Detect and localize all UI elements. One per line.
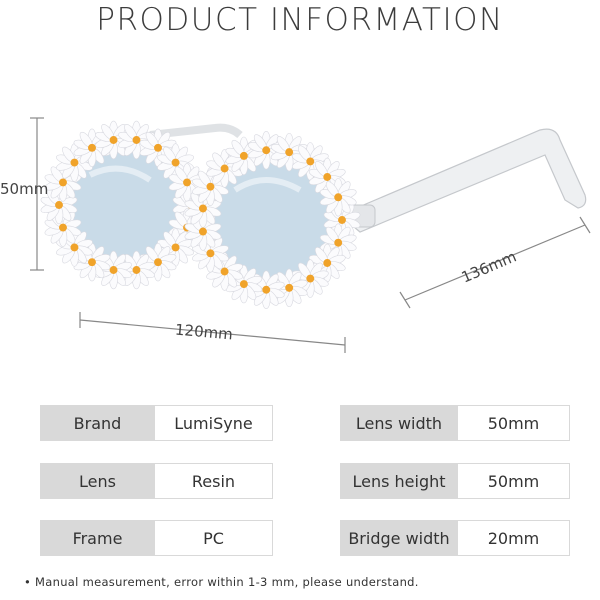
daisy-flower: [319, 178, 357, 217]
height-dimension-label: 50mm: [0, 180, 49, 198]
spec-row-brand: Brand LumiSyne: [40, 405, 273, 441]
spec-row-lens: Lens Resin: [40, 463, 273, 499]
daisy-flower: [95, 120, 132, 160]
spec-value-brand: LumiSyne: [155, 405, 273, 441]
spec-value-frame: PC: [155, 520, 273, 556]
spec-label-frame: Frame: [40, 520, 155, 556]
page-title: PRODUCT INFORMATION: [96, 2, 504, 38]
spec-label-lens: Lens: [40, 463, 155, 499]
daisy-ring-left: [40, 120, 210, 290]
daisy-flower: [291, 142, 329, 181]
spec-row-frame: Frame PC: [40, 520, 273, 556]
daisy-flower: [73, 242, 111, 282]
spec-value-lens-height: 50mm: [458, 463, 570, 499]
measurement-note: • Manual measurement, error within 1-3 m…: [24, 575, 419, 589]
temple-arm: [338, 128, 587, 233]
daisy-ring-right: [184, 131, 361, 309]
spec-row-bridge-width: Bridge width 20mm: [340, 520, 570, 556]
daisy-flower: [247, 270, 285, 309]
spec-row-lens-width: Lens width 50mm: [340, 405, 570, 441]
dimension-lines: [30, 117, 591, 353]
spec-value-lens-width: 50mm: [458, 405, 570, 441]
spec-value-lens: Resin: [155, 463, 273, 499]
spec-value-bridge-width: 20mm: [458, 520, 570, 556]
sunglasses-illustration: [30, 117, 591, 353]
spec-label-lens-width: Lens width: [340, 405, 458, 441]
spec-label-lens-height: Lens height: [340, 463, 458, 499]
daisy-flower: [56, 143, 93, 182]
spec-label-brand: Brand: [40, 405, 155, 441]
spec-label-bridge-width: Bridge width: [340, 520, 458, 556]
spec-row-lens-height: Lens height 50mm: [340, 463, 570, 499]
